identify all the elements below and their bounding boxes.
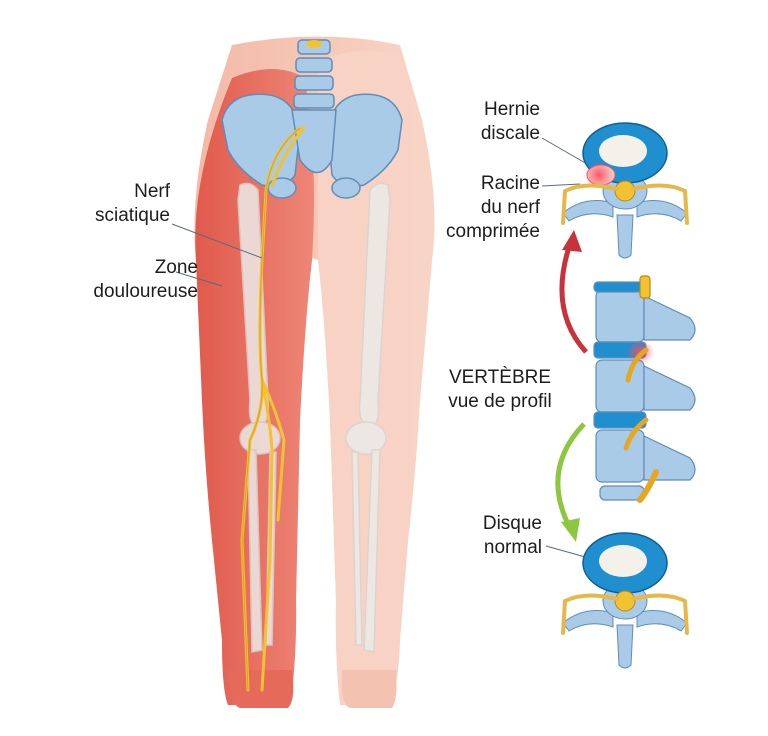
vertebral-body — [595, 289, 645, 343]
side-nerve-top — [639, 275, 651, 299]
vertebral-body — [595, 359, 645, 413]
spinous-process — [616, 214, 634, 259]
side-disc — [593, 281, 647, 293]
left-knee — [239, 421, 281, 455]
vertebral-body — [599, 485, 645, 501]
right-foot — [341, 670, 397, 708]
leader-root — [541, 183, 581, 187]
vertebrae-side-view — [593, 275, 696, 503]
side-nerve-root — [637, 469, 659, 503]
label-pain-zone: Zone douloureuse — [93, 257, 198, 302]
vertebra-axial-herniated — [561, 122, 689, 259]
lumbar-vertebra — [294, 75, 334, 91]
nerve-root-left — [561, 183, 619, 225]
right-femur — [358, 182, 391, 426]
arrow-red — [559, 230, 588, 354]
posterior-process — [643, 295, 696, 341]
right-hip-socket — [331, 177, 361, 199]
transverse-process-right — [636, 610, 688, 632]
posterior-process — [643, 365, 696, 411]
left-hip-socket — [267, 177, 297, 199]
label-normal-disc: Disque normal — [482, 513, 542, 558]
pelvis — [221, 39, 403, 199]
left-tibia — [247, 449, 263, 653]
disc-nucleus — [599, 135, 647, 167]
vertebral-body — [595, 429, 645, 483]
right-iliac — [327, 93, 403, 187]
vertebra-axial-normal — [561, 532, 689, 669]
spinous-process — [616, 624, 634, 669]
right-tibia — [363, 449, 381, 653]
nerve-root-right — [631, 183, 689, 225]
skeleton — [237, 182, 391, 653]
transverse-process-left — [562, 610, 614, 632]
right-fibula — [351, 451, 363, 646]
label-compressed-root: Racine du nerf comprimée — [446, 173, 540, 242]
disc-top — [306, 40, 322, 48]
nerve-root-right — [631, 593, 689, 635]
label-vertebra-profile: VERTÈBRE vue de profil — [448, 367, 552, 412]
posterior-process — [643, 435, 696, 481]
sciatic-nerve-outline — [241, 127, 301, 691]
spinal-cord — [614, 590, 636, 612]
transverse-process-right — [636, 200, 688, 222]
lumbar-vertebra — [293, 93, 335, 109]
disc-nucleus — [599, 545, 647, 577]
nerve-root-left — [561, 593, 619, 635]
sacrum — [291, 109, 337, 174]
label-sciatic-nerve: Nerf sciatique — [95, 181, 170, 226]
right-knee — [345, 421, 387, 455]
spinal-cord — [614, 180, 636, 202]
label-herniated-disc: Hernie discale — [480, 99, 540, 144]
leader-sciatic — [171, 223, 263, 259]
leader-pain — [175, 271, 223, 287]
side-nerve-root — [623, 417, 649, 451]
lumbar-vertebra — [295, 57, 333, 73]
arrow-green — [555, 422, 586, 542]
side-nerve-root — [625, 347, 649, 383]
transverse-process-left — [562, 200, 614, 222]
